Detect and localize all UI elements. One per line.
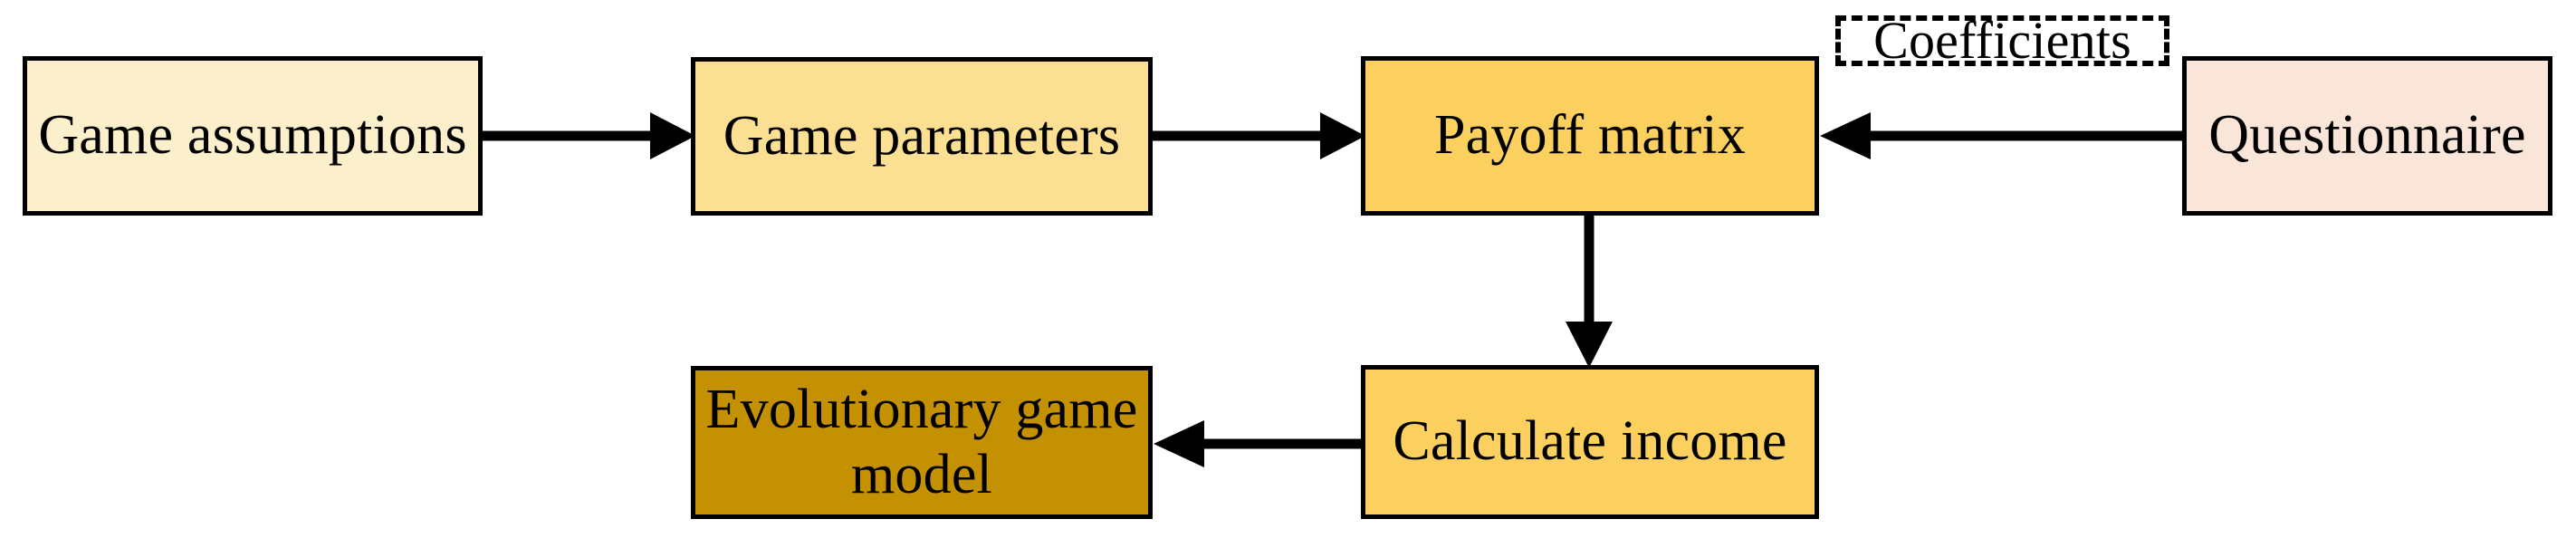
node-calculate-income[interactable]: Calculate income xyxy=(1361,365,1819,519)
node-payoff-matrix[interactable]: Payoff matrix xyxy=(1361,56,1819,216)
edge-calculate-income-to-evolutionary-game-model xyxy=(1148,417,1367,471)
edge-game-assumptions-to-game-parameters xyxy=(478,109,700,163)
edge-payoff-matrix-to-calculate-income xyxy=(1562,211,1616,370)
edge-questionnaire-to-payoff-matrix xyxy=(1815,109,2188,163)
node-game-parameters[interactable]: Game parameters xyxy=(691,57,1153,216)
node-game-parameters-label: Game parameters xyxy=(723,104,1121,167)
node-questionnaire[interactable]: Questionnaire xyxy=(2182,56,2552,216)
node-coefficients[interactable]: Coefficients xyxy=(1835,11,2169,70)
edge-game-parameters-to-payoff-matrix xyxy=(1148,109,1370,163)
node-payoff-matrix-label: Payoff matrix xyxy=(1433,104,1747,167)
node-coefficients-label: Coefficients xyxy=(1873,11,2131,71)
node-game-assumptions-label: Game assumptions xyxy=(38,104,467,167)
node-evolutionary-game-model-label: Evolutionary game model xyxy=(705,378,1138,505)
node-game-assumptions[interactable]: Game assumptions xyxy=(23,56,483,216)
node-questionnaire-label: Questionnaire xyxy=(2208,104,2526,167)
node-calculate-income-label: Calculate income xyxy=(1393,410,1787,473)
node-evolutionary-game-model[interactable]: Evolutionary game model xyxy=(691,366,1153,519)
